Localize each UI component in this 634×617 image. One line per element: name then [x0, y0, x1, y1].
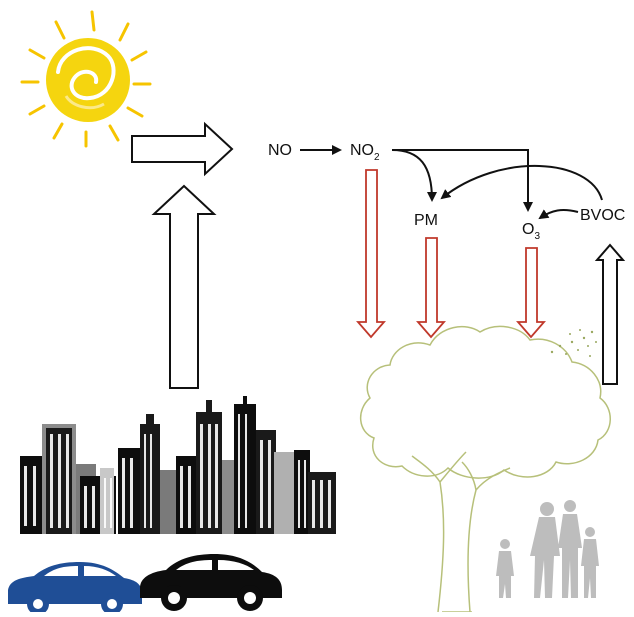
city-skyline-icon	[20, 396, 336, 534]
no-label: NO	[268, 142, 292, 159]
pm-deposition-arrow	[416, 237, 446, 339]
sunlight-arrow	[131, 121, 234, 177]
family-silhouette-icon	[496, 500, 599, 598]
black-car-icon	[140, 554, 282, 611]
bvoc-up-arrow	[594, 243, 626, 385]
o3-label: O3	[522, 221, 540, 242]
no2-label: NO2	[350, 142, 380, 163]
pm-label: PM	[414, 212, 438, 229]
no2-subscript: 2	[374, 152, 380, 163]
no2-to-o3-arrow	[392, 149, 533, 212]
emission-up-arrow	[151, 184, 217, 389]
blue-car-icon	[8, 562, 142, 615]
o3-base: O	[522, 221, 534, 238]
no2-to-pm-arrow	[391, 149, 437, 202]
tree-icon	[360, 325, 611, 613]
bvoc-to-pm-arrow	[440, 164, 603, 201]
no2-base: NO	[350, 142, 374, 159]
bvoc-to-o3-arrow	[538, 209, 579, 220]
no2-deposition-arrow	[356, 169, 386, 339]
sun-icon	[20, 10, 152, 148]
bvoc-label: BVOC	[580, 207, 625, 224]
o3-subscript: 3	[534, 231, 540, 242]
bvoc-emission-dots	[550, 329, 597, 357]
o3-deposition-arrow	[516, 247, 546, 339]
